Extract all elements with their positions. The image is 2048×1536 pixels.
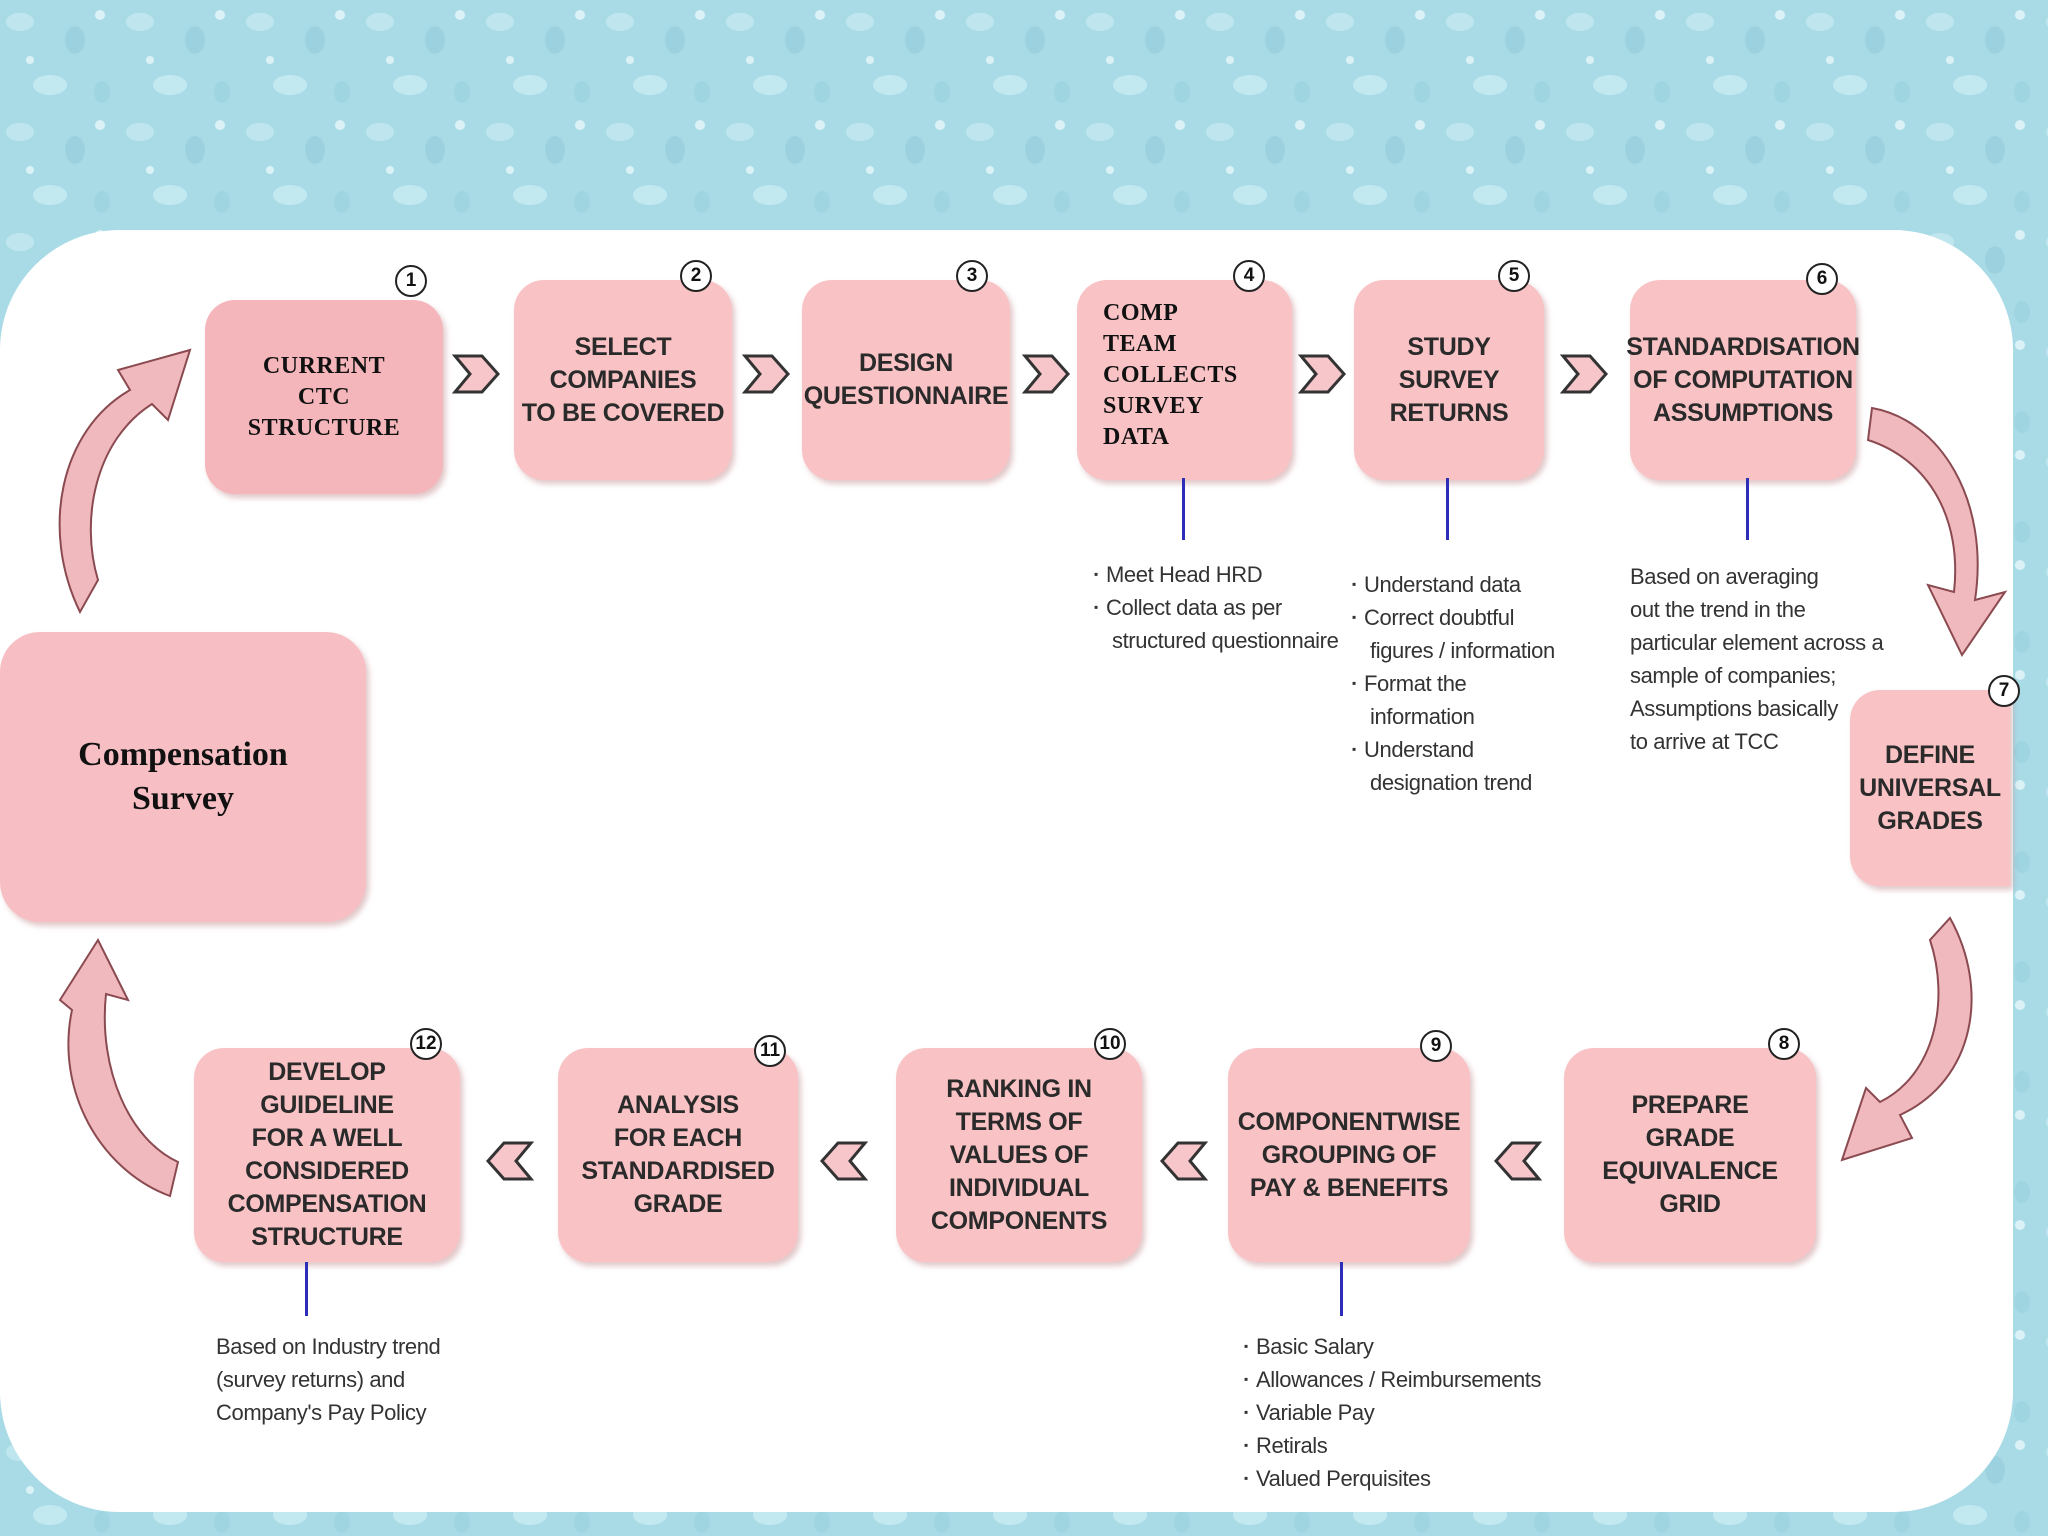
step-4-notes: Meet Head HRD Collect data as per struct…: [1094, 558, 1339, 657]
connector-step-6: [1746, 478, 1749, 540]
step-3-number: 3: [956, 260, 988, 292]
compensation-survey-title-box: Compensation Survey: [0, 632, 366, 922]
note-line: Based on averaging: [1630, 564, 1819, 589]
step-9-number: 9: [1420, 1030, 1452, 1062]
step-12-notes: Based on Industry trend (survey returns)…: [216, 1330, 441, 1429]
note-line: Company's Pay Policy: [216, 1400, 427, 1425]
step-11-number: 11: [754, 1035, 786, 1067]
step-5-box: STUDY SURVEY RETURNS: [1354, 280, 1544, 480]
chevron-right-icon: [742, 354, 791, 394]
step-8-box: PREPARE GRADE EQUIVALENCE GRID: [1564, 1048, 1816, 1262]
step-12-box: DEVELOP GUIDELINE FOR A WELL CONSIDERED …: [194, 1048, 460, 1262]
step-10-number: 10: [1094, 1028, 1126, 1060]
connector-step-5: [1446, 478, 1449, 540]
note-line: to arrive at TCC: [1630, 729, 1779, 754]
note-line: Based on Industry trend: [216, 1334, 441, 1359]
step-5-number: 5: [1498, 260, 1530, 292]
note-item: Understand: [1352, 733, 1555, 766]
step-4-box: COMP TEAM COLLECTS SURVEY DATA: [1077, 280, 1292, 480]
chevron-right-icon: [452, 354, 501, 394]
note-line: sample of companies;: [1630, 663, 1836, 688]
step-1-label: CURRENT CTC STRUCTURE: [247, 352, 401, 441]
step-5-notes: Understand data Correct doubtful figures…: [1352, 568, 1555, 799]
connector-step-9: [1340, 1262, 1343, 1316]
step-10-label: RANKING IN TERMS OF VALUES OF INDIVIDUAL…: [930, 1074, 1108, 1235]
step-11-label: ANALYSIS FOR EACH STANDARDISED GRADE: [581, 1091, 775, 1218]
note-item: Allowances / Reimbursements: [1244, 1363, 1541, 1396]
curved-arrow-bottom-left: [58, 937, 180, 1198]
step-4-label: COMP TEAM COLLECTS SURVEY DATA: [1103, 299, 1238, 450]
step-8-label: PREPARE GRADE EQUIVALENCE GRID: [1602, 1091, 1778, 1218]
step-6-box: STANDARDISATION OF COMPUTATION ASSUMPTIO…: [1626, 280, 1860, 480]
step-9-box: COMPONENTWISE GROUPING OF PAY & BENEFITS: [1228, 1048, 1470, 1262]
note-line: out the trend in the: [1630, 597, 1806, 622]
curved-arrow-top-right: [1866, 406, 2008, 657]
step-6-number: 6: [1806, 263, 1838, 295]
connector-step-4: [1182, 478, 1185, 540]
diagram-title: Compensation Survey: [78, 736, 288, 817]
note-item: Valued Perquisites: [1244, 1462, 1541, 1495]
step-9-label: COMPONENTWISE GROUPING OF PAY & BENEFITS: [1237, 1107, 1461, 1202]
step-2-number: 2: [680, 260, 712, 292]
note-item: Variable Pay: [1244, 1396, 1541, 1429]
step-6-label: STANDARDISATION OF COMPUTATION ASSUMPTIO…: [1626, 332, 1860, 427]
note-continuation: figures / information: [1370, 638, 1555, 663]
chevron-left-icon: [819, 1141, 868, 1181]
note-continuation: designation trend: [1370, 770, 1532, 795]
step-3-label: DESIGN QUESTIONNAIRE: [803, 349, 1009, 410]
note-item: Understand data: [1352, 568, 1555, 601]
chevron-left-icon: [485, 1141, 534, 1181]
step-4-number: 4: [1233, 260, 1265, 292]
chevron-left-icon: [1493, 1141, 1542, 1181]
step-7-number: 7: [1988, 675, 2020, 707]
chevron-right-icon: [1022, 354, 1071, 394]
note-line: (survey returns) and: [216, 1367, 405, 1392]
chevron-left-icon: [1159, 1141, 1208, 1181]
step-7-box: DEFINE UNIVERSAL GRADES: [1850, 690, 2010, 886]
note-line: particular element across a: [1630, 630, 1884, 655]
note-line: Assumptions basically: [1630, 696, 1839, 721]
note-item: Collect data as per: [1094, 591, 1338, 624]
note-continuation: structured questionnaire: [1112, 628, 1339, 653]
step-5-label: STUDY SURVEY RETURNS: [1389, 332, 1509, 427]
step-12-number: 12: [410, 1028, 442, 1060]
step-2-label: SELECT COMPANIES TO BE COVERED: [521, 332, 725, 427]
note-item: Correct doubtful: [1352, 601, 1555, 634]
step-3-box: DESIGN QUESTIONNAIRE: [802, 280, 1010, 480]
connector-step-12: [305, 1262, 308, 1316]
note-continuation: information: [1370, 704, 1475, 729]
step-6-notes: Based on averaging out the trend in the …: [1630, 560, 1884, 758]
step-8-number: 8: [1768, 1028, 1800, 1060]
note-item: Retirals: [1244, 1429, 1541, 1462]
note-item: Format the: [1352, 667, 1555, 700]
step-2-box: SELECT COMPANIES TO BE COVERED: [514, 280, 732, 480]
step-9-notes: Basic Salary Allowances / Reimbursements…: [1244, 1330, 1541, 1495]
step-7-label: DEFINE UNIVERSAL GRADES: [1859, 740, 2001, 835]
step-12-label: DEVELOP GUIDELINE FOR A WELL CONSIDERED …: [227, 1058, 427, 1251]
step-1-box: CURRENT CTC STRUCTURE: [205, 300, 443, 494]
chevron-right-icon: [1560, 354, 1609, 394]
note-item: Meet Head HRD: [1094, 558, 1338, 591]
step-1-number: 1: [395, 265, 427, 297]
step-10-box: RANKING IN TERMS OF VALUES OF INDIVIDUAL…: [896, 1048, 1142, 1262]
curved-arrow-up-left: [58, 348, 192, 615]
chevron-right-icon: [1298, 354, 1347, 394]
step-11-box: ANALYSIS FOR EACH STANDARDISED GRADE: [558, 1048, 798, 1262]
curved-arrow-bottom-right: [1840, 916, 1973, 1162]
note-item: Basic Salary: [1244, 1330, 1541, 1363]
